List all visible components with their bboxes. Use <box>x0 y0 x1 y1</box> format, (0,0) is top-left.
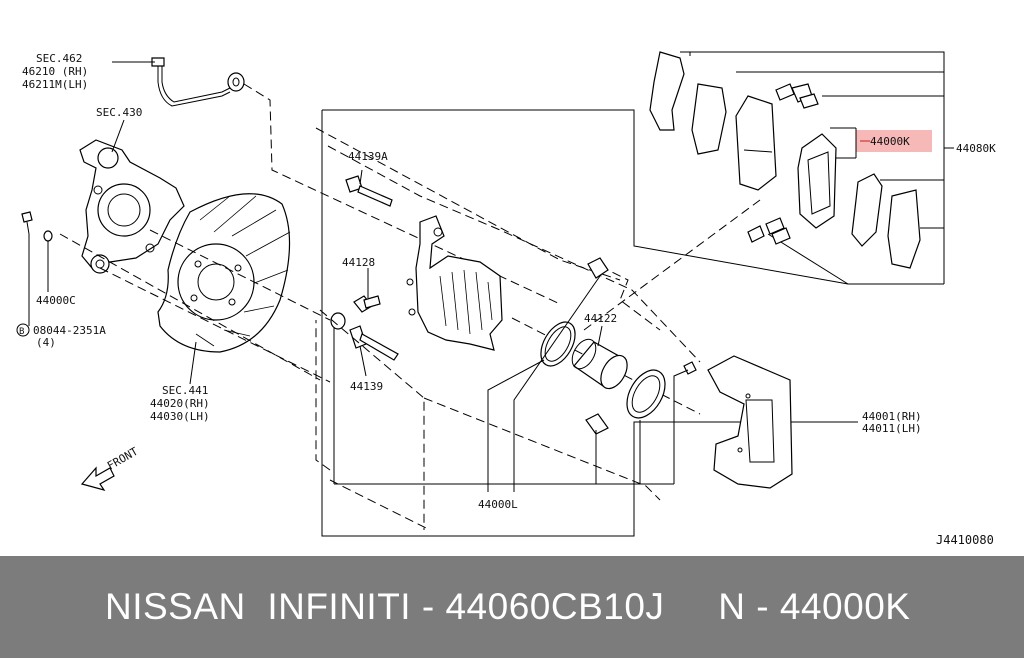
bleeder-cap <box>683 361 697 375</box>
label-sec441: SEC.441 <box>162 384 208 397</box>
footer-caption: NISSAN INFINITI - 44060CB10J N - 44000K <box>105 586 911 627</box>
label-44000c: 44000C <box>36 294 76 307</box>
bolt-08044 <box>21 211 33 235</box>
label-44139a: 44139A <box>348 150 388 163</box>
label-44080k: 44080K <box>956 142 996 155</box>
bolt-symbol: B <box>19 327 24 337</box>
brake-pad-inner <box>797 133 837 229</box>
pin-boot-upper <box>587 257 609 279</box>
label-46210: 46210 (RH) <box>22 65 88 78</box>
guide-pin-44139 <box>349 325 399 361</box>
boot-small <box>330 312 346 330</box>
pad-shim-inner <box>691 83 727 155</box>
front-arrow-icon <box>80 466 115 492</box>
dust-shield <box>157 193 291 353</box>
label-diagram-id: J4410080 <box>936 533 994 547</box>
piston-boot <box>626 369 666 419</box>
label-44001: 44001(RH) <box>862 410 922 423</box>
label-44000k: 44000K <box>870 135 910 148</box>
label-44011: 44011(LH) <box>862 422 922 435</box>
pad-shim-outer <box>649 51 685 131</box>
brake-pad-outer <box>735 95 777 191</box>
washer-44000c <box>43 230 53 242</box>
steering-knuckle <box>79 139 185 274</box>
footer-bar: NISSAN INFINITI - 44060CB10J N - 44000K <box>0 556 1024 658</box>
piston-seal <box>540 321 576 367</box>
kit-frame <box>680 51 945 284</box>
pad-clips-upper <box>775 83 819 109</box>
piston-44122 <box>571 338 628 390</box>
bleeder-44128 <box>353 295 381 313</box>
pad-shim-lower-a <box>851 173 883 247</box>
label-44122: 44122 <box>584 312 617 325</box>
main-frame-top <box>322 109 944 285</box>
label-front: FRONT <box>105 445 141 473</box>
brake-hose <box>151 57 245 107</box>
bolt-symbol-circle <box>16 323 30 337</box>
main-frame-bottom <box>321 110 820 537</box>
pad-shim-lower-b <box>887 189 921 269</box>
guide-pin-44139a <box>345 175 393 207</box>
label-46211m: 46211M(LH) <box>22 78 88 91</box>
pad-clips-lower <box>747 217 791 245</box>
label-44030: 44030(LH) <box>150 410 210 423</box>
caliper-bracket <box>707 355 793 489</box>
parts-diagram: SEC.462 46210 (RH) 46211M(LH) SEC.430 44… <box>16 51 996 547</box>
label-08044: 08044-2351A <box>33 324 106 337</box>
label-08044-qty: (4) <box>36 336 56 349</box>
label-44000l: 44000L <box>478 498 518 511</box>
label-44139: 44139 <box>350 380 383 393</box>
label-44128: 44128 <box>342 256 375 269</box>
label-sec462: SEC.462 <box>36 52 82 65</box>
label-44020: 44020(RH) <box>150 397 210 410</box>
highlight-box <box>856 130 932 152</box>
label-sec430: SEC.430 <box>96 106 142 119</box>
caliper-body <box>406 215 503 351</box>
pin-boot-lower <box>585 413 609 435</box>
